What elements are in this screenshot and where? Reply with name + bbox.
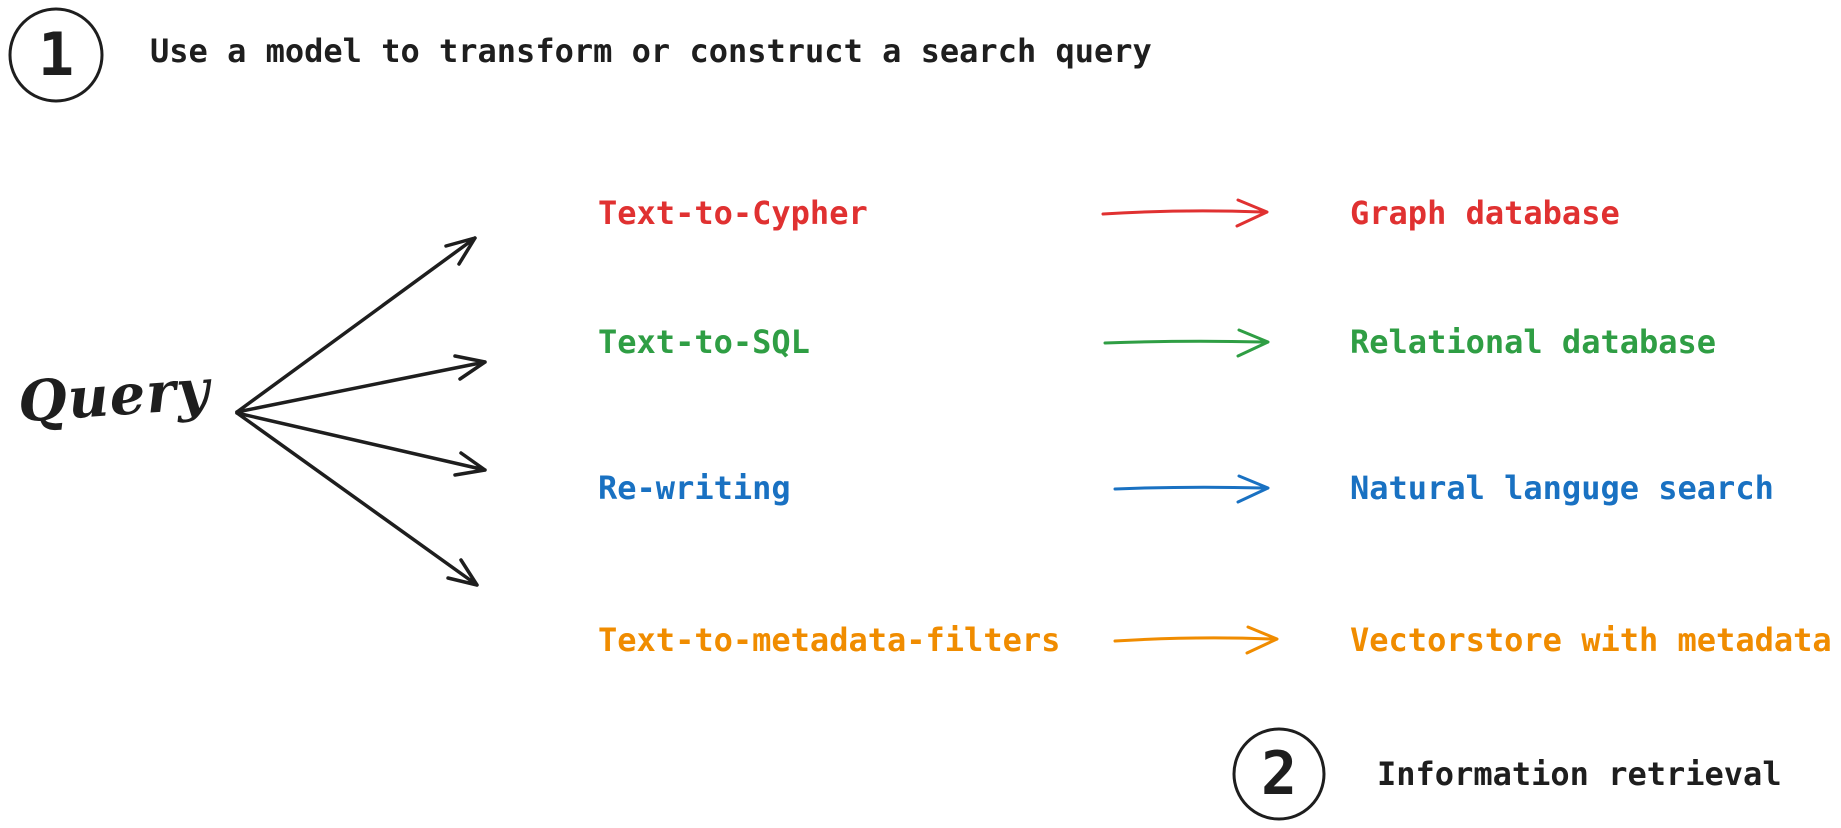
target-label-natural-language-search: Natural languge search <box>1350 469 1774 507</box>
step-2-circle <box>1232 727 1326 821</box>
fan-arrow-to-text-to-metadata-filters <box>235 411 479 587</box>
step-2-label: Information retrieval <box>1377 755 1782 793</box>
fan-arrow-to-re-writing <box>235 411 487 477</box>
method-label-text-to-cypher: Text-to-Cypher <box>598 194 868 232</box>
row-arrow-natural-language-search <box>1113 474 1270 504</box>
step-1-number: 1 <box>37 20 75 90</box>
method-label-re-writing: Re-writing <box>598 469 791 507</box>
step-1-label: Use a model to transform or construct a … <box>150 32 1152 70</box>
row-arrow-relational-database <box>1103 328 1270 358</box>
step-2-number: 2 <box>1260 739 1298 809</box>
target-label-graph-database: Graph database <box>1350 194 1620 232</box>
fan-arrow-to-text-to-cypher <box>235 236 477 414</box>
method-label-text-to-metadata-filters: Text-to-metadata-filters <box>598 621 1061 659</box>
method-label-text-to-sql: Text-to-SQL <box>598 323 810 361</box>
fan-arrow-to-text-to-sql <box>235 354 487 414</box>
target-label-vectorstore-with-metadata: Vectorstore with metadata <box>1350 621 1832 659</box>
target-label-relational-database: Relational database <box>1350 323 1717 361</box>
query-fan-arrows <box>235 236 487 587</box>
row-arrow-graph-database <box>1101 198 1269 228</box>
query-label: Query <box>15 356 213 436</box>
row-arrow-vectorstore <box>1113 625 1279 655</box>
step-1-circle <box>8 7 104 103</box>
